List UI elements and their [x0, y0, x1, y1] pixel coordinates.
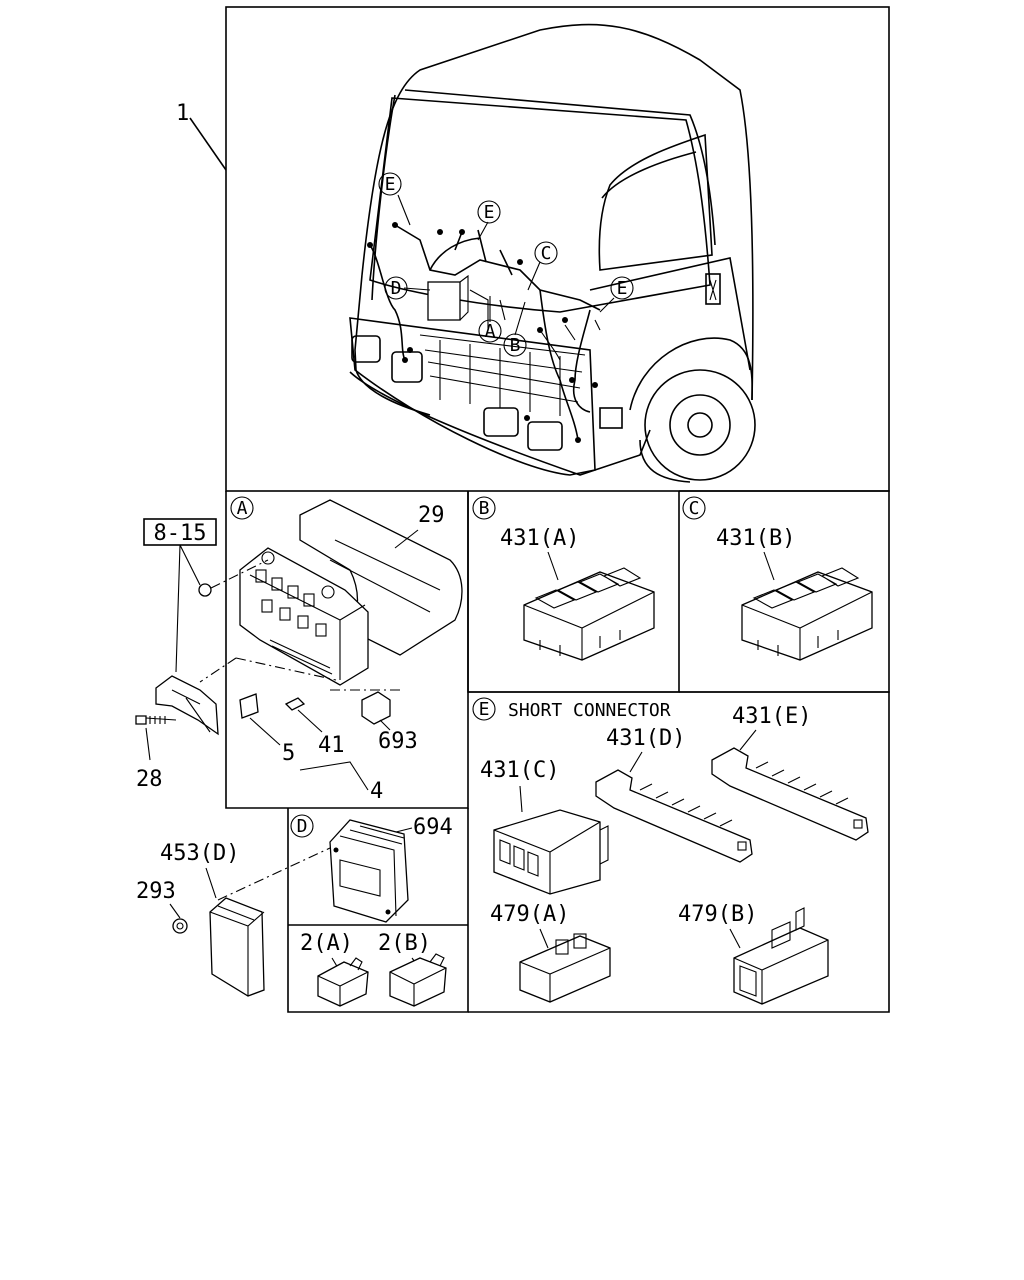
connector-431c [493, 809, 601, 895]
panel-a-marker [230, 496, 254, 520]
relay [361, 691, 391, 725]
panel-d-border [287, 808, 469, 1013]
callout-harness: 1 [176, 101, 189, 126]
marker-a [478, 319, 502, 343]
connector-431b [741, 571, 873, 661]
callout-conn-431e: 431(E) [732, 704, 811, 729]
panel-d-marker-text: D [297, 816, 308, 837]
panel-e-marker [472, 697, 496, 721]
marker-e-right [610, 276, 634, 300]
nut-small [198, 583, 212, 597]
connector-431d [595, 769, 753, 863]
panel-a: A 29 5 41 693 4 [199, 496, 463, 804]
marker-c-text: C [541, 243, 552, 264]
callout-fuse-cover: 29 [418, 503, 445, 528]
panel-b-marker [472, 496, 496, 520]
callout-relay-b: 2(B) [378, 931, 431, 956]
panel-e: E SHORT CONNECTOR 431(C) 431(D) 431(E) 4… [472, 697, 869, 1005]
callout-conn-431a: 431(A) [500, 526, 579, 551]
panel-c-marker-text: C [689, 498, 700, 519]
callout-conn-479a: 479(A) [490, 902, 569, 927]
callout-relay-a: 2(A) [300, 931, 353, 956]
marker-e-center-text: E [484, 202, 495, 223]
callout-relay-box: 4 [370, 779, 383, 804]
cab-panel-border [225, 6, 890, 492]
connector-479a [519, 935, 611, 1003]
callout-conn-431c: 431(C) [480, 758, 559, 783]
ecu [209, 897, 265, 997]
panel-e-title: SHORT CONNECTOR [508, 700, 671, 721]
panel-b: B 431(A) [472, 496, 655, 661]
cab-markers: E E C E D A B [378, 172, 634, 357]
marker-a-text: A [485, 321, 496, 342]
panel-e-marker-text: E [479, 699, 490, 720]
callout-conn-431b: 431(B) [716, 526, 795, 551]
ecu-in-cab [427, 281, 461, 321]
panel-d-marker [290, 814, 314, 838]
marker-e-left-text: E [385, 174, 396, 195]
fuse [239, 693, 259, 719]
leader-fuse [249, 717, 281, 746]
ecu-group: 453(D) 293 [136, 841, 331, 997]
callout-conn-479b: 479(B) [678, 902, 757, 927]
panel-d: D 694 2(A) 2(B) [290, 814, 453, 1007]
fuse-cover [299, 499, 463, 656]
leader-relay [379, 719, 391, 731]
callout-ecu-cover: 694 [413, 815, 453, 840]
leader-fuse-cover [394, 529, 419, 549]
marker-d [384, 276, 408, 300]
callout-fuse-small: 41 [318, 733, 345, 758]
panel-a-marker-text: A [237, 498, 248, 519]
leader-harness [189, 117, 227, 171]
nut [172, 918, 188, 934]
leader-fuse-small [297, 709, 323, 733]
panel-b-marker-text: B [479, 498, 490, 519]
ecu-cover [329, 819, 409, 923]
marker-e-left [378, 172, 402, 196]
connector-431e [711, 747, 869, 841]
callout-nut: 293 [136, 879, 176, 904]
callout-bracket-ref: 8-15 [154, 521, 207, 546]
callout-fuse: 5 [282, 741, 295, 766]
panel-c-marker [682, 496, 706, 520]
marker-e-right-text: E [617, 278, 628, 299]
bracket [155, 675, 219, 736]
marker-c [534, 241, 558, 265]
marker-b [503, 333, 527, 357]
leader-relay-box [299, 761, 369, 791]
marker-b-text: B [510, 335, 521, 356]
panel-e-border [468, 691, 890, 1013]
truck-cab [349, 23, 756, 483]
marker-e-center [477, 200, 501, 224]
callout-bolt: 28 [136, 767, 163, 792]
panel-c: C 431(B) [682, 496, 873, 661]
fuse-small [284, 697, 306, 711]
panel-borders [225, 6, 890, 1013]
callout-relay: 693 [378, 729, 418, 754]
callout-conn-431d: 431(D) [606, 726, 685, 751]
marker-d-text: D [391, 278, 402, 299]
bolt [135, 715, 147, 725]
bracket-group: 8-15 28 [135, 518, 269, 792]
connector-431a [523, 571, 655, 661]
callout-ecu: 453(D) [160, 841, 239, 866]
